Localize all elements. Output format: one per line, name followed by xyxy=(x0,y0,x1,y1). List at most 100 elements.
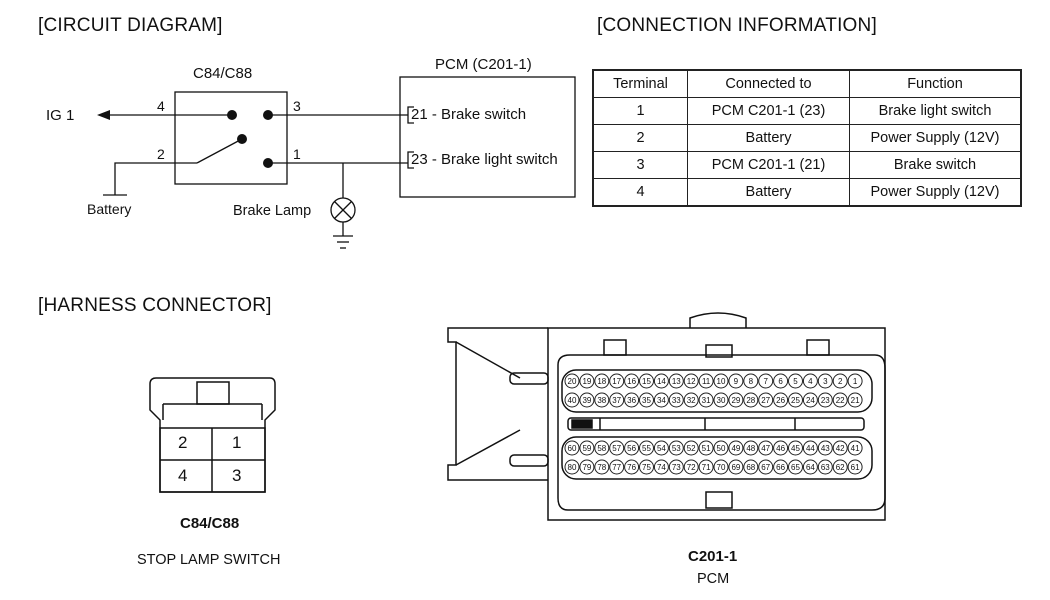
pcm-pin-number: 62 xyxy=(836,463,845,472)
pcm-pin-cavity xyxy=(728,392,744,408)
pcm-pin-cavity xyxy=(653,373,669,389)
pcm-pin-number: 7 xyxy=(763,377,768,386)
pcm-pin-number: 9 xyxy=(734,377,739,386)
pcm-pin-number: 14 xyxy=(657,377,666,386)
pcm-pin-number: 69 xyxy=(731,463,740,472)
pcm-pin-cavity xyxy=(743,392,759,408)
pcm-pin-cavity xyxy=(579,440,595,456)
pcm-pin-number: 19 xyxy=(582,377,591,386)
pcm-pin-cavity xyxy=(698,459,714,475)
pcm-face xyxy=(557,354,886,511)
pin2-label: 2 xyxy=(157,146,165,162)
switch-connector-name: C84/C88 xyxy=(180,515,240,532)
pcm-pin-cavity xyxy=(713,373,729,389)
pcm-pin-number: 50 xyxy=(717,444,726,453)
pcm-pin-cavity xyxy=(683,392,699,408)
pcm-bracket xyxy=(447,327,548,481)
pcm-pin-number: 61 xyxy=(851,463,860,472)
brake-lamp-label: Brake Lamp xyxy=(233,203,312,219)
pcm-pin-number: 66 xyxy=(776,463,785,472)
pcm-pin-number: 58 xyxy=(597,444,606,453)
pcm-pin-number: 47 xyxy=(761,444,770,453)
pcm-pin-number: 51 xyxy=(702,444,711,453)
pcm-pin-cavity xyxy=(639,373,654,389)
pcm-pin-number: 21 xyxy=(851,396,860,405)
pcm-pin-cavity xyxy=(832,440,848,456)
pcm-pin-cavity xyxy=(713,440,729,456)
pcm-pin-number: 64 xyxy=(806,463,815,472)
pcm-pin-cavity xyxy=(609,440,625,456)
pcm-pin-number: 37 xyxy=(612,396,621,405)
pcm-pin23-label: 23 - Brake light switch xyxy=(411,151,558,168)
switch-lever xyxy=(196,138,243,164)
pcm-pin-cavity xyxy=(713,459,729,475)
cell-terminal: 4 xyxy=(593,178,688,206)
switch-pin-1: 1 xyxy=(232,433,242,452)
pcm-pin-number: 77 xyxy=(612,463,621,472)
pcm-pin-cavity xyxy=(609,392,625,408)
pcm-pin-number: 54 xyxy=(657,444,666,453)
pcm-pin-cavity xyxy=(832,459,848,475)
pcm-pin-number: 59 xyxy=(582,444,591,453)
pcm-pin-cavity xyxy=(594,373,610,389)
pcm-connector-name: C201-1 xyxy=(688,548,738,565)
connection-table: Terminal Connected to Function 1 PCM C20… xyxy=(592,69,1022,207)
pcm-pin-cavity xyxy=(579,392,595,408)
pcm-pin-cavity xyxy=(698,373,714,389)
pcm-pin-cavity xyxy=(564,392,580,408)
pcm-pin-cavity xyxy=(668,459,684,475)
pcm-pin-number: 45 xyxy=(791,444,800,453)
pcm-pin-number: 35 xyxy=(642,396,651,405)
pcm-pin-cavity xyxy=(683,459,699,475)
pcm-pin-cavity xyxy=(773,459,789,475)
pcm-pin-cavity xyxy=(832,392,848,408)
pcm-pin-cavity xyxy=(698,392,714,408)
harness-connector-heading: [HARNESS CONNECTOR] xyxy=(38,295,272,316)
pcm-pin-number: 71 xyxy=(702,463,711,472)
pcm-pin-cavity xyxy=(668,440,684,456)
pcm-pin-number: 20 xyxy=(568,377,577,386)
pcm-pin-cavity xyxy=(713,392,729,408)
pcm-pin-cavity xyxy=(773,373,789,389)
pcm-pin-number: 70 xyxy=(717,463,726,472)
pcm-pin-number: 4 xyxy=(808,377,813,386)
pcm-pin-cavity xyxy=(817,459,833,475)
pcm-box xyxy=(399,76,576,198)
pcm-pin-number: 73 xyxy=(672,463,681,472)
pcm-pin-cavity xyxy=(758,440,774,456)
pcm-pin-number: 78 xyxy=(597,463,606,472)
pcm-pin-number: 6 xyxy=(778,377,783,386)
pcm-pin21-label: 21 - Brake switch xyxy=(411,106,527,123)
pcm-pin-cavity xyxy=(639,392,654,408)
pcm-housing xyxy=(547,327,886,521)
pcm-label: PCM (C201-1) xyxy=(435,56,532,73)
pcm-pin-number: 23 xyxy=(821,396,830,405)
pcm-pin-number: 2 xyxy=(838,377,843,386)
pcm-pin-number: 57 xyxy=(612,444,621,453)
pcm-pin-cavity xyxy=(624,373,640,389)
pcm-pin-number: 1 xyxy=(853,377,858,386)
pcm-pin-number: 26 xyxy=(776,396,785,405)
pcm-pin-cavity xyxy=(817,392,833,408)
pcm-pin-number: 22 xyxy=(836,396,845,405)
pcm-pin-number: 76 xyxy=(627,463,636,472)
pcm-pin-number: 12 xyxy=(687,377,696,386)
pcm-pin-number: 48 xyxy=(746,444,755,453)
pcm-pin-cavity xyxy=(594,392,610,408)
pcm-pin-cavity xyxy=(624,392,640,408)
pcm-pin-number: 16 xyxy=(627,377,636,386)
pcm-pin-number: 11 xyxy=(702,377,711,386)
pcm-pin-cavity xyxy=(698,440,714,456)
pcm-pin-cavity xyxy=(624,459,640,475)
pcm-pin-number: 29 xyxy=(731,396,740,405)
pcm-pin-number: 49 xyxy=(731,444,740,453)
pcm-pin-number: 25 xyxy=(791,396,800,405)
pcm-pin-number: 32 xyxy=(687,396,696,405)
table-row: 3 PCM C201-1 (21) Brake switch xyxy=(593,151,1021,179)
pcm-pin-cavity xyxy=(728,459,744,475)
cell-terminal: 3 xyxy=(593,151,688,179)
pcm-pin-cavity xyxy=(802,459,818,475)
switch-pin-2: 2 xyxy=(178,433,188,452)
pcm-pin-number: 46 xyxy=(776,444,785,453)
